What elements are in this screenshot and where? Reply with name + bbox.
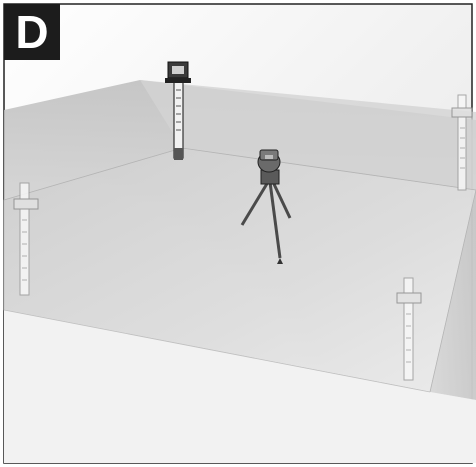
right-wall-plane	[430, 190, 476, 400]
back-plane	[140, 80, 476, 190]
measuring-rod-front-right	[396, 277, 422, 381]
figure-label: D	[4, 4, 60, 60]
foreground-floor	[4, 310, 476, 463]
measuring-rod-back-left	[165, 61, 191, 160]
measuring-rod-back-right	[451, 94, 473, 191]
laser-level-on-tripod	[240, 149, 292, 264]
measuring-rod-left	[13, 182, 39, 296]
